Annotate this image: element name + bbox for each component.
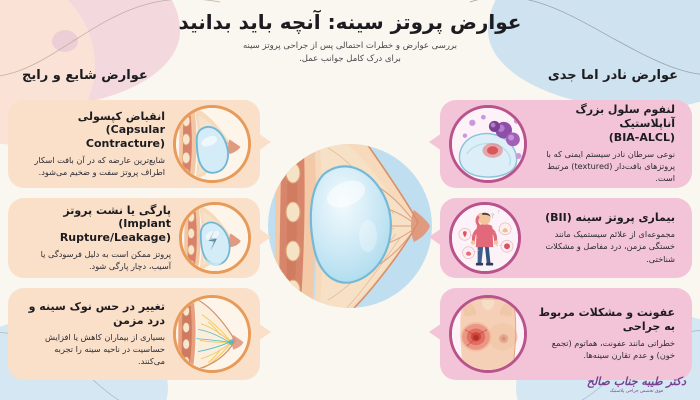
card-text-block: لنفوم سلول بزرگ آناپلاستیک (BIA-ALCL) نو…: [527, 103, 683, 184]
card-text-block: تغییر در حس نوک سینه و درد مزمن بسیاری ا…: [17, 300, 173, 367]
complication-card-breast-implant-illness[interactable]: بیماری پروتز سینه (BII) مجموعه‌ای از علا…: [429, 198, 692, 278]
card-pointer-tail: [429, 133, 442, 152]
signature-name: دکتر طیبه جناب صالح: [586, 375, 686, 388]
breast-nerve-anatomy-icon: [173, 295, 251, 373]
patient-systemic-symptoms-icon: ? ?: [449, 202, 521, 274]
card-text-block: پارگی یا نشت پروتز (Implant Rupture/Leak…: [17, 204, 179, 273]
page-subtitle-line-2: برای درک کامل جوانب عمل.: [299, 53, 401, 64]
card-title-en: (Capsular Contracture): [85, 123, 165, 151]
svg-text:?: ?: [497, 209, 500, 215]
card-body-text: مجموعه‌ای از علائم سیستمیک مانند خستگی م…: [545, 228, 675, 264]
complication-card-infection-surgical[interactable]: عفونت و مشکلات مربوط به جراحی خطراتی مان…: [429, 288, 692, 380]
breast-cross-section-implant-icon: [173, 105, 251, 183]
rupture-crack-mark: [208, 228, 217, 251]
complication-card-implant-rupture[interactable]: پارگی یا نشت پروتز (Implant Rupture/Leak…: [8, 198, 271, 278]
card-title-fa: لنفوم سلول بزرگ آناپلاستیک: [575, 103, 675, 131]
page-subtitle: بررسی عوارض و خطرات احتمالی پس از جراحی …: [0, 40, 700, 66]
lymphoma-cell-cluster: [488, 120, 520, 147]
card-body-text: شایع‌ترین عارضه که در آن بافت اسکار اطرا…: [34, 154, 165, 178]
breast-cross-section-ruptured-implant-icon: [179, 202, 251, 274]
card-pointer-tail: [258, 322, 271, 341]
card-title-fa: انقباض کپسولی: [77, 109, 165, 123]
page-subtitle-line-1: بررسی عوارض و خطرات احتمالی پس از جراحی …: [243, 41, 457, 51]
nerve-branches-yellow: [199, 314, 232, 369]
card-body-text: پروتز ممکن است به دلیل فرسودگی یا آسیب، …: [40, 248, 171, 272]
breast-infection-redness-icon: [449, 295, 527, 373]
header: عوارض پروتز سینه: آنچه باید بدانید بررسی…: [0, 10, 700, 66]
card-text-block: انقباض کپسولی (Capsular Contracture) شای…: [17, 110, 173, 179]
card-title-en: (Implant Rupture/Leakage): [59, 217, 171, 245]
signature-subtitle: فوق تخصص جراحی پلاستیک: [609, 389, 664, 394]
card-pointer-tail: [258, 133, 271, 152]
card-text-block: عفونت و مشکلات مربوط به جراحی خطراتی مان…: [527, 306, 683, 361]
nerve-branches-teal: [196, 328, 230, 352]
card-pointer-tail: [258, 228, 271, 247]
card-body-text: نوعی سرطان نادر سیستم ایمنی که با پروتزه…: [546, 148, 675, 184]
card-pointer-tail: [429, 228, 442, 247]
card-title-fa: بیماری پروتز سینه (BII): [545, 211, 675, 225]
symptom-bubbles: ? ?: [458, 209, 514, 259]
svg-text:?: ?: [491, 212, 494, 220]
card-text-block: بیماری پروتز سینه (BII) مجموعه‌ای از علا…: [521, 211, 683, 265]
card-pointer-tail: [429, 322, 442, 341]
card-title-fa: تغییر در حس نوک سینه و درد مزمن: [28, 300, 165, 328]
card-title-fa: پارگی یا نشت پروتز: [63, 203, 171, 217]
card-title-fa: عفونت و مشکلات مربوط به جراحی: [538, 306, 675, 334]
section-heading-common-complications: عوارض شایع و رایج: [22, 68, 148, 83]
card-body-text: بسیاری از بیماران کاهش یا افزایش حساسیت …: [45, 331, 165, 367]
card-body-text: خطراتی مانند عفونت، هماتوم (تجمع خون) و …: [551, 337, 675, 361]
doctor-signature-logo: دکتر طیبه جناب صالح فوق تخصص جراحی پلاست…: [587, 376, 686, 394]
complication-card-capsular-contracture[interactable]: انقباض کپسولی (Capsular Contracture) شای…: [8, 100, 271, 188]
complication-card-nipple-sensation-pain[interactable]: تغییر در حس نوک سینه و درد مزمن بسیاری ا…: [8, 288, 271, 380]
person-figure: [470, 212, 499, 266]
section-heading-rare-complications: عوارض نادر اما جدی: [547, 68, 678, 83]
breast-implant-cross-section-diagram: [268, 144, 432, 308]
page-title: عوارض پروتز سینه: آنچه باید بدانید: [178, 10, 522, 34]
lymphoma-cells-implant-icon: [449, 105, 527, 183]
card-title-en: (BIA-ALCL): [608, 130, 675, 144]
complication-card-bia-alcl[interactable]: لنفوم سلول بزرگ آناپلاستیک (BIA-ALCL) نو…: [429, 100, 692, 188]
